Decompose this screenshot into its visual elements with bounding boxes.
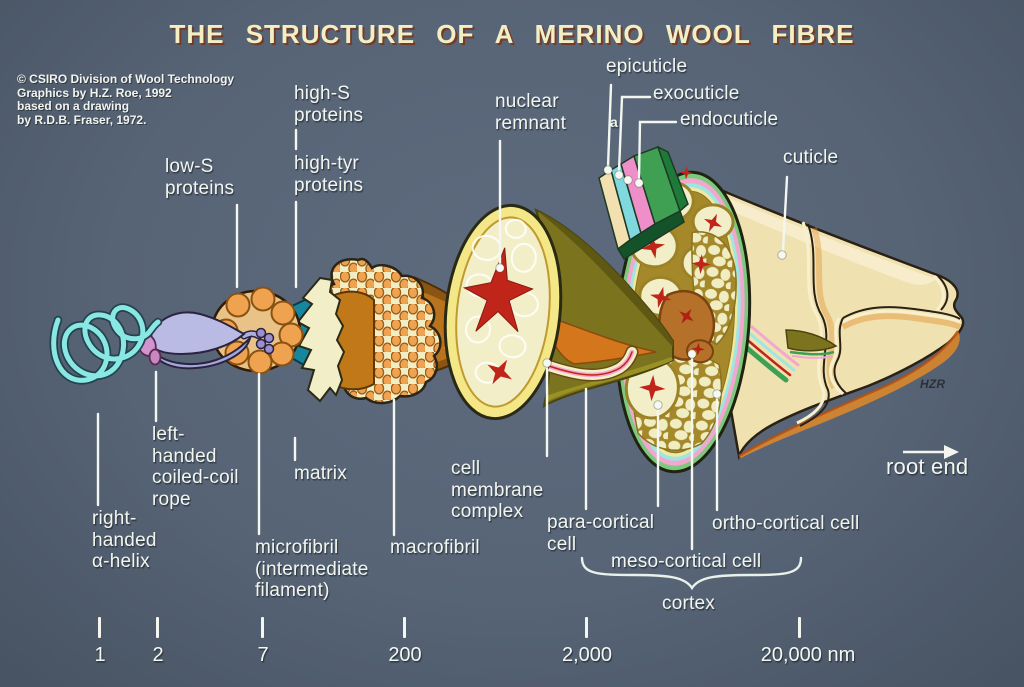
label-cell-membrane-complex: cell membrane complex (451, 458, 544, 522)
label-high-tyr-proteins: high-tyr proteins (294, 153, 364, 196)
label-ortho-cortical-cell: ortho-cortical cell (712, 513, 860, 534)
cortical-cell-section (443, 203, 563, 421)
page-title: THE STRUCTURE OF A MERINO WOOL FIBRE (169, 19, 855, 49)
label-microfibril: microfibril (intermediate filament) (255, 537, 369, 601)
label-a-layer: a (610, 114, 618, 130)
artist-signature: HZR (920, 377, 946, 391)
high-tyr-matrix-star (296, 276, 346, 403)
leader-epicuticle (606, 83, 613, 169)
label-matrix: matrix (294, 463, 347, 484)
leader-dots (495, 165, 787, 410)
label-root-end: root end (886, 454, 969, 479)
label-cuticle: cuticle (783, 147, 839, 168)
leader-lines (96, 83, 789, 551)
scale-tick-1 (98, 617, 101, 638)
scale-value-2: 2 (152, 644, 164, 666)
label-meso-cortical-cell: meso-cortical cell (611, 551, 762, 572)
label-left-handed-coiled-coil-rope: left- handed coiled-coil rope (152, 424, 239, 510)
cuticle-cone (691, 175, 965, 461)
scale-tick-2 (156, 617, 159, 638)
credit-text: © CSIRO Division of Wool Technology Grap… (17, 72, 235, 127)
label-cortex: cortex (662, 593, 715, 614)
leader-endocuticle (637, 120, 678, 181)
scale-value-2000: 2,000 (561, 644, 613, 666)
scale-value-7: 7 (257, 644, 269, 666)
alpha-helix (49, 303, 163, 385)
scale-tick-2000 (585, 617, 588, 638)
leader-exocuticle (617, 95, 652, 173)
label-low-s-proteins: low-S proteins (165, 156, 235, 199)
scale-tick-7 (261, 617, 264, 638)
fibre-cross-section (614, 165, 752, 474)
label-exocuticle: exocuticle (653, 83, 740, 104)
scale-tick-20000 (798, 617, 801, 638)
label-macrofibril: macrofibril (390, 537, 480, 558)
scale-tick-200 (403, 617, 406, 638)
root-end-arrow (903, 445, 959, 459)
leader-cuticle (781, 175, 789, 253)
cortex-brace (580, 556, 803, 591)
scale-value-1: 1 (94, 644, 106, 666)
label-epicuticle: epicuticle (606, 56, 688, 77)
coiled-coil-rope (137, 311, 252, 370)
label-high-s-proteins: high-S proteins (294, 83, 364, 126)
scale-value-200: 200 (388, 644, 422, 666)
cuticle-layer-block (598, 145, 689, 261)
scale-value-20000nm: 20,000 nm (760, 644, 856, 666)
label-nuclear-remnant: nuclear remnant (495, 91, 567, 134)
label-para-cortical-cell: para-cortical cell (547, 512, 655, 555)
label-endocuticle: endocuticle (680, 109, 779, 130)
label-right-handed-alpha-helix: right- handed α-helix (92, 508, 157, 572)
